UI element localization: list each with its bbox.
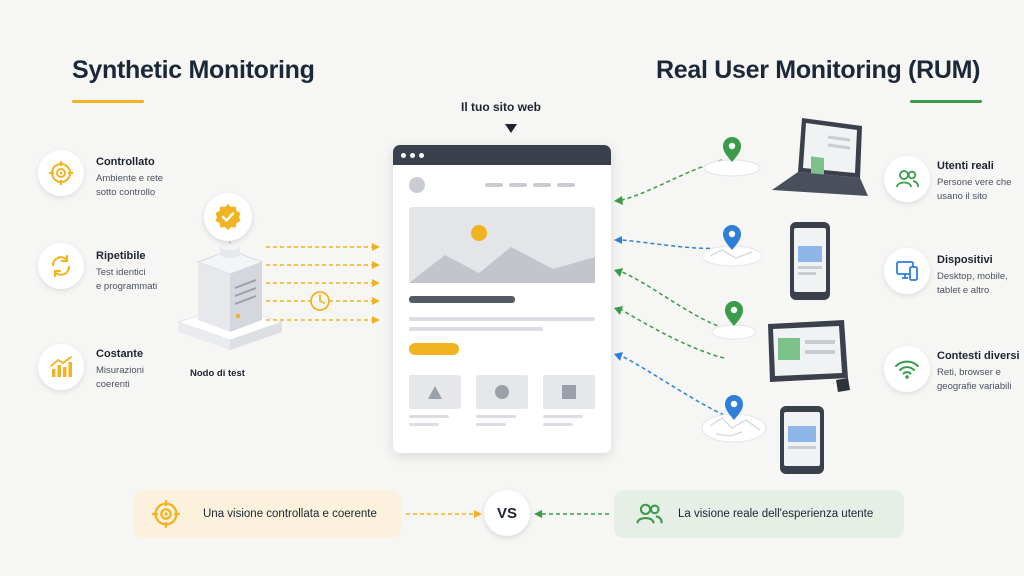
- check-badge-icon: [204, 193, 252, 241]
- devices-icon: [884, 248, 930, 294]
- feature-desc-costante: Misurazioni coerenti: [96, 365, 145, 390]
- target-icon: [152, 500, 180, 528]
- rum-summary-card: La visione reale dell'esperienza utente: [614, 490, 904, 538]
- feature-title-controllato: Controllato: [96, 156, 155, 168]
- test-node-illustration: [176, 230, 284, 350]
- rum-arrow-3: [621, 271, 725, 329]
- summary-arrow-left: [406, 510, 482, 518]
- target-icon: [38, 150, 84, 196]
- summary-arrow-right: [534, 510, 610, 518]
- feature-desc-ripetibile: Test identici e programmati: [96, 267, 158, 292]
- feature-desc-contesti-diversi: Reti, browser e geografie variabili: [937, 367, 1012, 392]
- feature-desc-dispositivi: Desktop, mobile, tablet e altro: [937, 271, 1008, 296]
- smartphone-icon: [780, 406, 824, 474]
- feature-desc-controllato: Ambiente e rete sotto controllo: [96, 173, 164, 198]
- website-content: [409, 177, 595, 426]
- synthetic-title: Synthetic Monitoring: [72, 56, 315, 84]
- location-pin-icon: [723, 225, 741, 250]
- site-label: Il tuo sito web: [461, 100, 541, 114]
- smartphone-icon: [790, 222, 830, 300]
- refresh-icon: [38, 243, 84, 289]
- rum-arrow-2: [621, 239, 725, 250]
- rum-arrow-5: [621, 355, 725, 416]
- feature-title-contesti-diversi: Contesti diversi: [937, 350, 1020, 362]
- tablet-icon: [768, 320, 850, 392]
- rum-underline: [910, 100, 982, 103]
- test-node-label: Nodo di test: [190, 368, 245, 379]
- bar-chart-icon: [38, 344, 84, 390]
- rum-title: Real User Monitoring (RUM): [656, 56, 981, 84]
- feature-title-dispositivi: Dispositivi: [937, 254, 993, 266]
- down-arrow-icon: [505, 124, 517, 133]
- synthetic-underline: [72, 100, 144, 103]
- vs-badge: VS: [484, 490, 530, 536]
- rum-illustration: [614, 118, 868, 474]
- location-pin-icon: [725, 301, 743, 326]
- rum-summary-text: La visione reale dell'esperienza utente: [678, 508, 874, 520]
- rum-arrow-1: [621, 159, 723, 201]
- synthetic-arrows: [266, 243, 380, 324]
- feature-desc-utenti-reali: Persone vere che usano il sito: [937, 177, 1012, 202]
- location-pin-icon: [725, 395, 743, 420]
- users-icon: [884, 156, 930, 202]
- location-pin-icon: [723, 137, 741, 162]
- synthetic-summary-card: Una visione controllata e coerente: [133, 490, 401, 538]
- browser-titlebar: [393, 145, 611, 165]
- wifi-icon: [884, 346, 930, 392]
- clock-icon: [310, 291, 330, 311]
- rum-arrow-4: [621, 309, 725, 359]
- laptop-icon: [772, 118, 868, 196]
- feature-title-costante: Costante: [96, 348, 144, 360]
- users-icon: [636, 503, 663, 524]
- feature-title-utenti-reali: Utenti reali: [937, 160, 994, 172]
- synthetic-summary-text: Una visione controllata e coerente: [203, 508, 377, 520]
- website-mockup: [393, 145, 611, 453]
- feature-title-ripetibile: Ripetibile: [96, 250, 146, 262]
